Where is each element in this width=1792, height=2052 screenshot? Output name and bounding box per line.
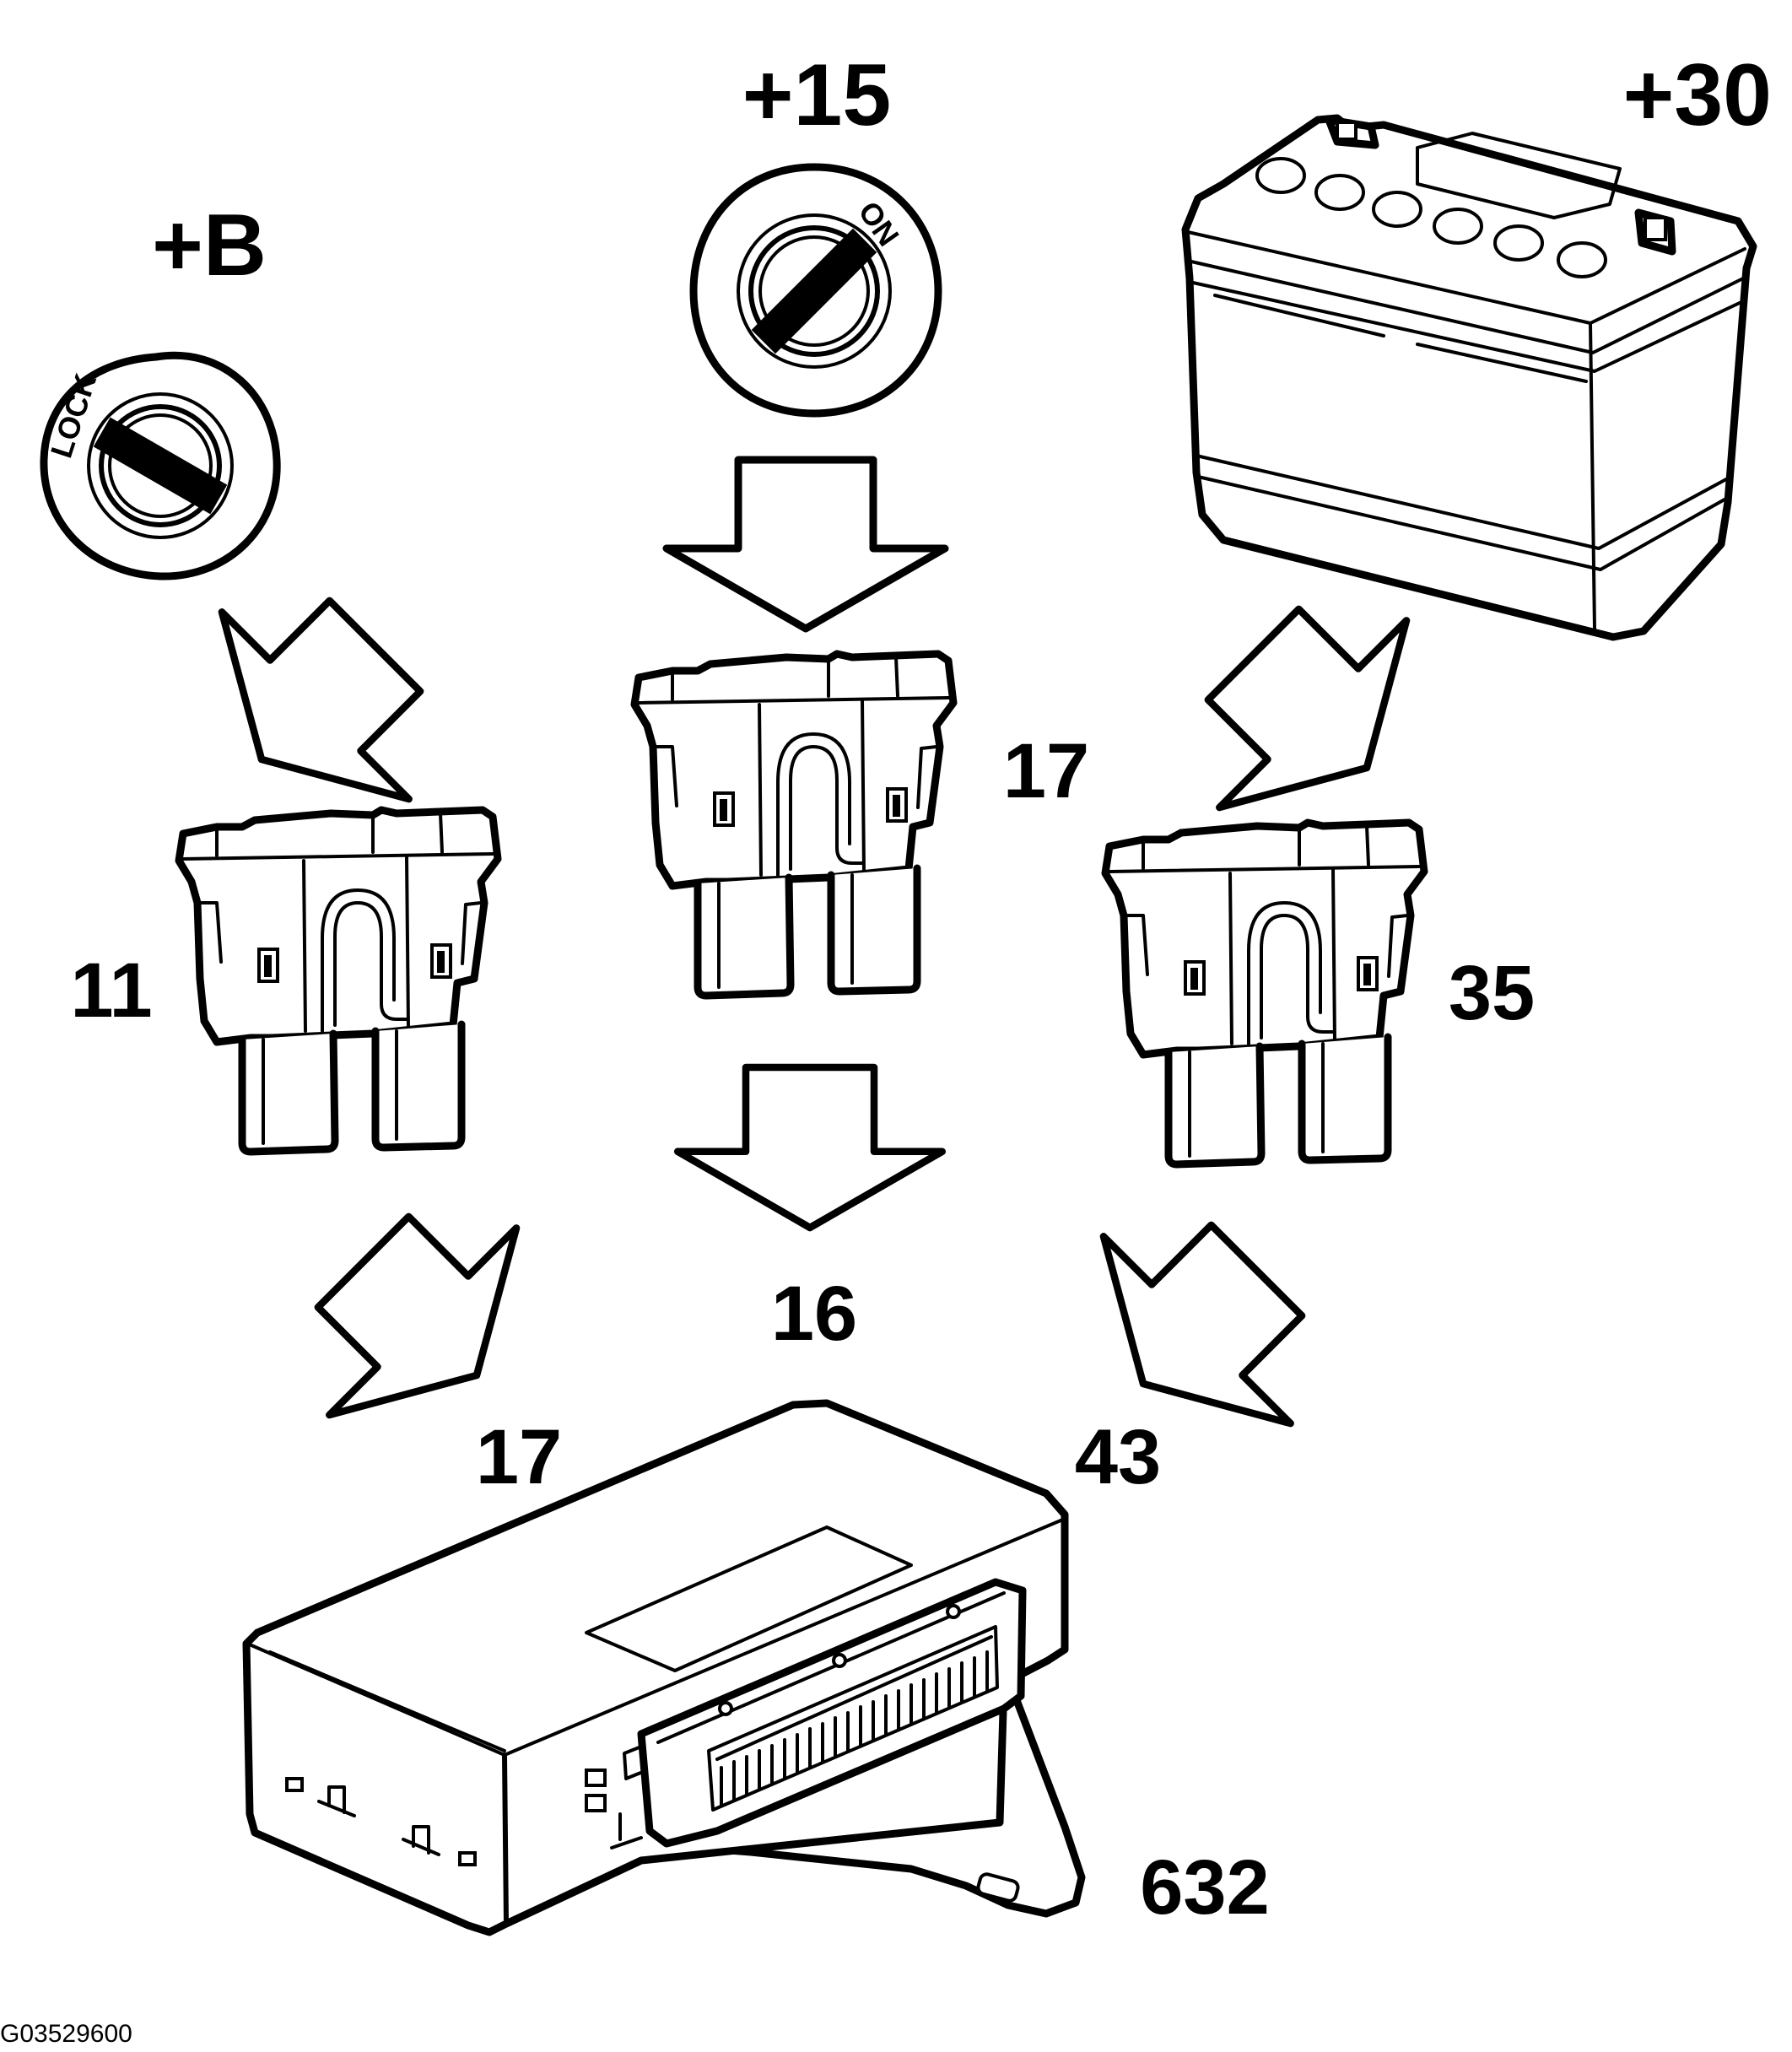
battery-icon: [1181, 114, 1757, 641]
fuse-right-number: 35: [1449, 950, 1535, 1036]
module-pin-left-number: 17: [476, 1414, 562, 1500]
fuse-center-icon: [634, 654, 953, 996]
module-number: 632: [1140, 1844, 1270, 1930]
arrow-center-fuse-to-module: [677, 1067, 942, 1228]
fuse-center-number: 17: [1003, 728, 1089, 814]
ignition-key-on-icon: ON: [689, 163, 942, 418]
module-pin-right-number: 43: [1075, 1414, 1161, 1500]
control-module-icon: [242, 1399, 1086, 1936]
module-pin-center-number: 16: [771, 1271, 857, 1357]
terminal-label-15: +15: [742, 46, 891, 144]
arrow-key-lock-to-fuse: [168, 553, 468, 853]
connector-pins: [720, 1650, 989, 1807]
fuse-right-icon: [1105, 823, 1424, 1164]
arrow-key-on-to-fuse: [667, 460, 945, 629]
fuse-left-icon: [179, 810, 498, 1152]
arrow-battery-to-fuse: [1160, 561, 1460, 861]
figure-code: G03529600: [0, 2020, 132, 2048]
ignition-key-lock-icon: LOCK: [40, 351, 281, 580]
fuse-left-number: 11: [70, 948, 152, 1034]
terminal-label-b: +B: [152, 197, 267, 294]
terminal-label-30: +30: [1623, 46, 1772, 144]
